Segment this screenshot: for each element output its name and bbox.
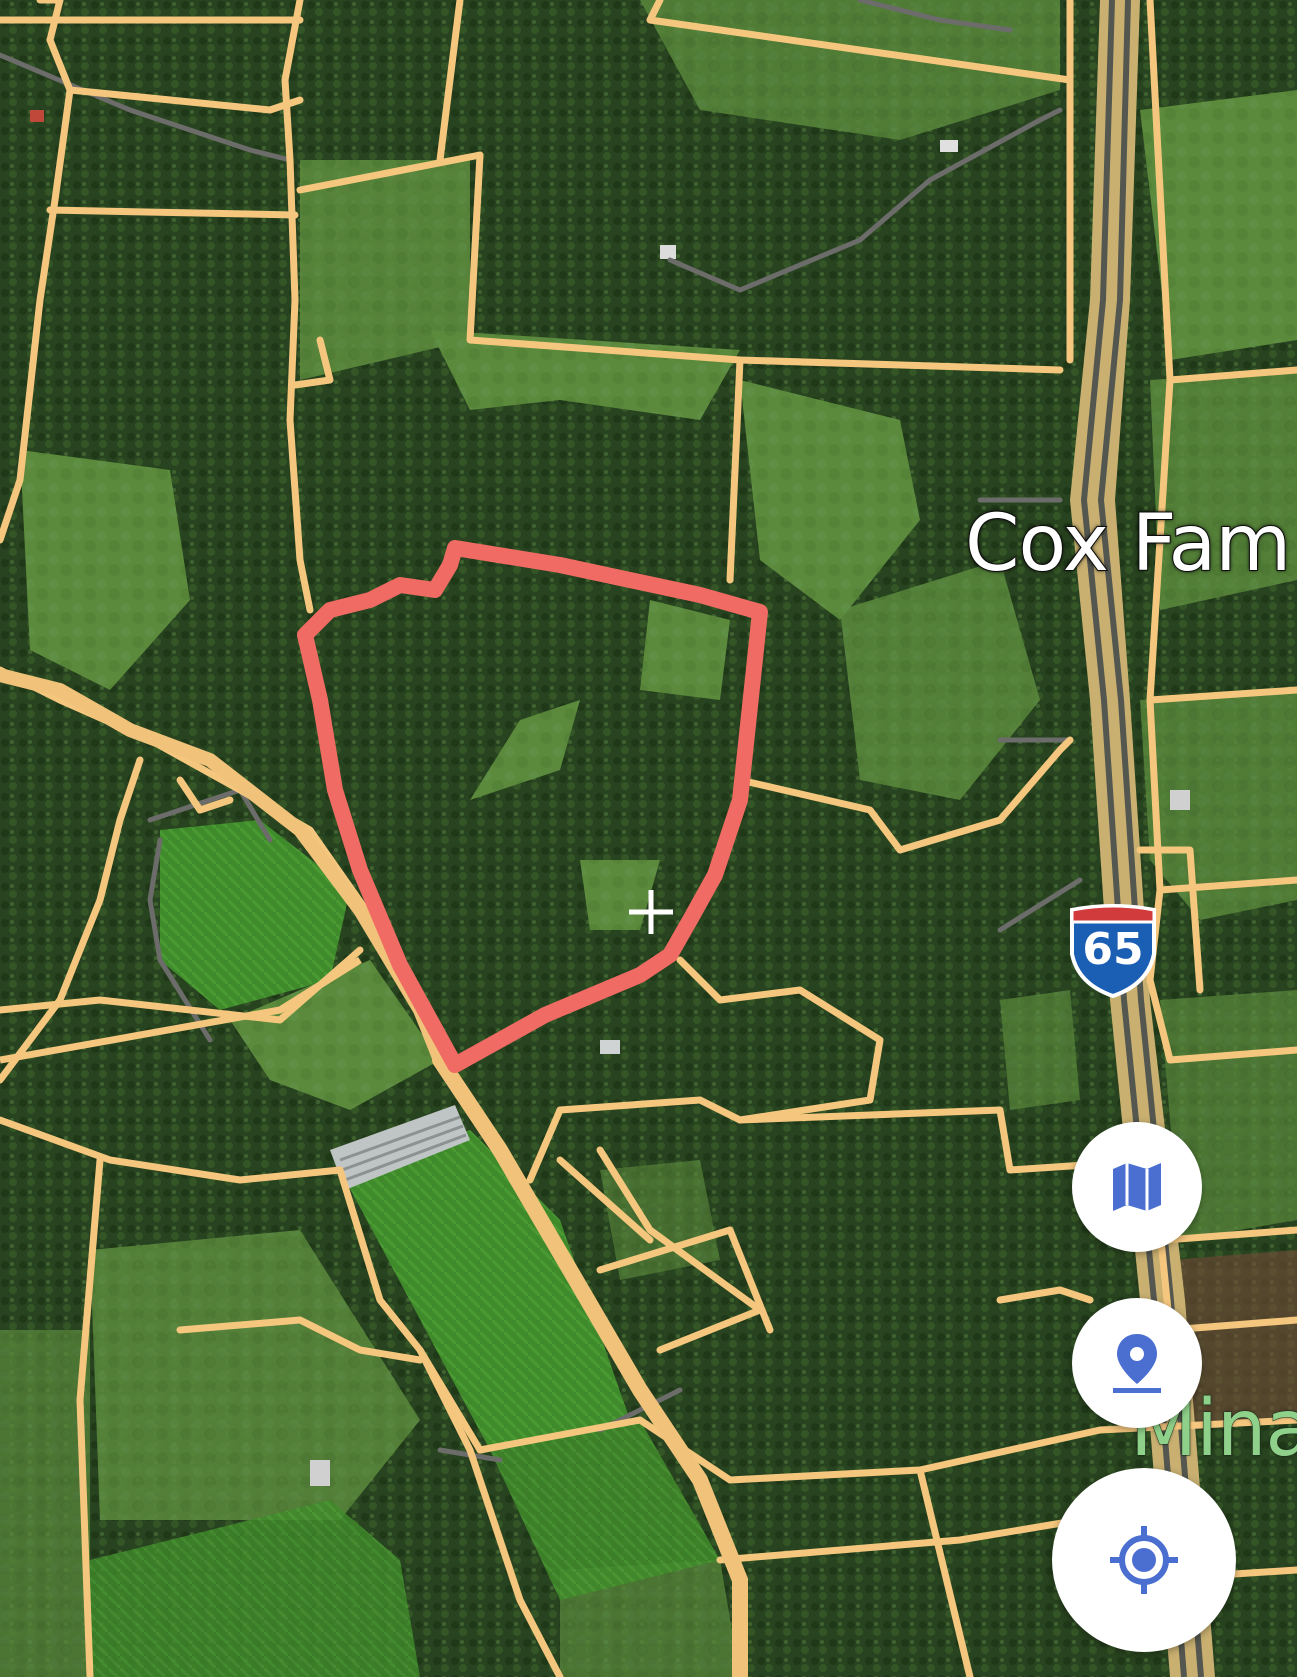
drop-pin-button[interactable] <box>1072 1298 1202 1428</box>
map-icon <box>1113 1163 1161 1211</box>
parcel-boundary-west <box>0 957 362 1064</box>
interstate-number: 65 <box>1082 924 1144 975</box>
crosshair-icon <box>629 890 673 934</box>
selected-parcel-outline[interactable] <box>297 540 768 1073</box>
crop-fields <box>90 820 1297 1677</box>
my-location-icon <box>1110 1526 1178 1594</box>
interstate-shield: 65 <box>1068 904 1158 999</box>
map-pin-icon <box>1113 1334 1161 1393</box>
map-layers-button[interactable] <box>1072 1122 1202 1252</box>
farm-buildings <box>30 110 1190 1486</box>
main-road <box>432 1052 748 1677</box>
my-location-button[interactable] <box>1052 1468 1236 1652</box>
place-label-cox: Cox Fam <box>964 499 1292 589</box>
interstate-shield-icon <box>1070 904 1156 999</box>
